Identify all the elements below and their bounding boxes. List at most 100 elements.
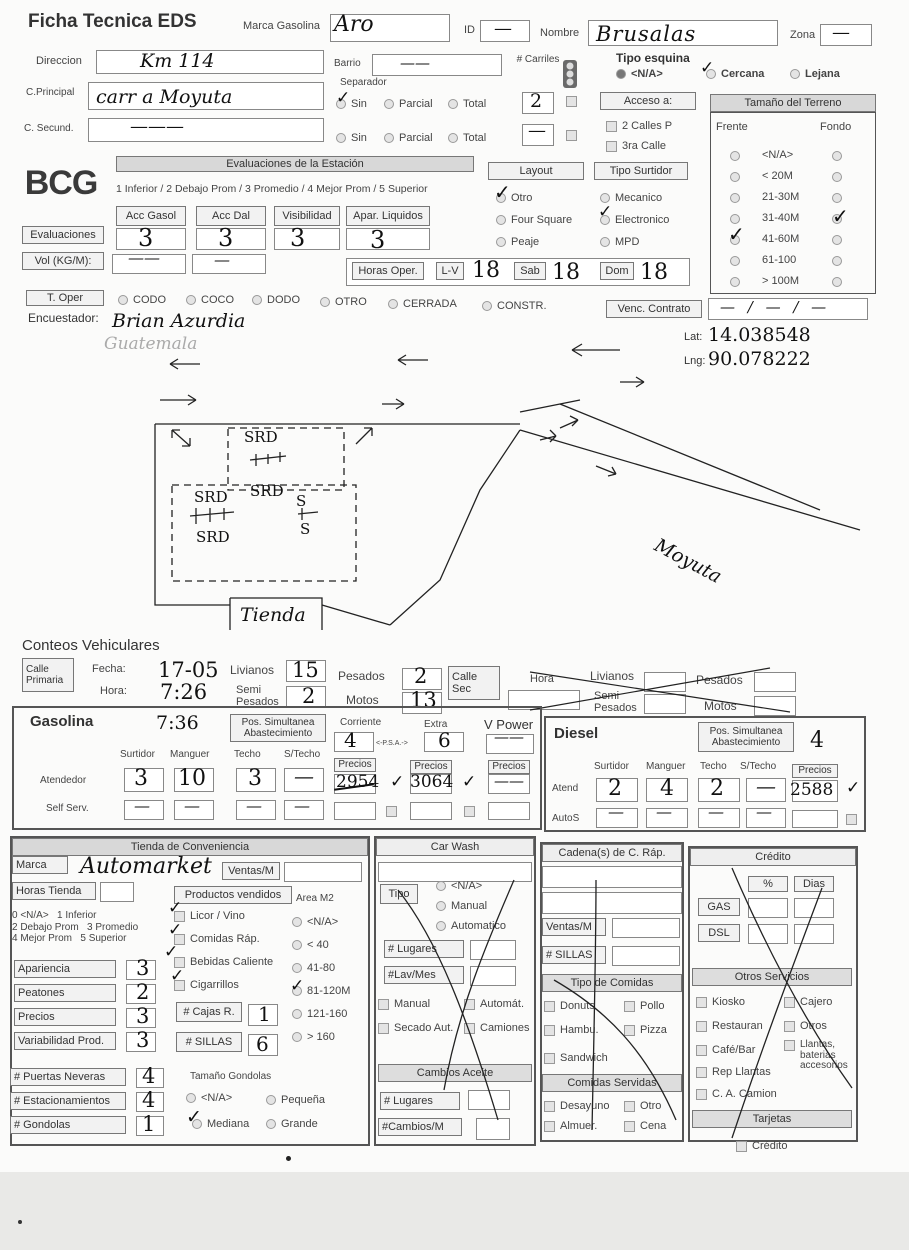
self-field-2[interactable] [174,800,214,820]
surtidor-option-electronico[interactable]: Electronico [600,214,669,226]
precio-corriente-field[interactable] [334,774,376,794]
carriles-check-2[interactable] [566,130,577,141]
carwash-lav-field[interactable] [470,966,516,986]
fondo-radio[interactable] [832,172,842,182]
servida-check-desayuno[interactable]: Desayuno [544,1100,610,1112]
servicio-check-cajero[interactable]: Cajero [784,996,832,1008]
carriles-field-2[interactable] [522,124,554,146]
area-option[interactable]: <N/A> [292,916,338,928]
vol-field-1[interactable] [112,254,186,274]
semi2-field[interactable] [644,694,686,714]
self-precio-field[interactable] [334,802,376,820]
count-field[interactable] [136,1092,164,1112]
self-field-4[interactable] [284,800,324,820]
carwash-check-manual[interactable]: Manual [378,998,430,1010]
horas-tienda-field[interactable] [100,882,134,902]
frente-radio[interactable] [730,256,740,266]
servida-check-cena[interactable]: Cena [624,1120,666,1132]
frente-radio[interactable] [730,277,740,287]
self-field-3[interactable] [236,800,276,820]
diesel-precio-field[interactable] [792,780,838,802]
area-option[interactable]: < 40 [292,939,329,951]
comida-check-sandwich[interactable]: Sandwich [544,1052,608,1064]
comida-check-donuts[interactable]: Donuts [544,1000,595,1012]
oper-option-otro[interactable]: OTRO [320,296,367,308]
eval-field-4[interactable] [346,228,430,250]
area-option[interactable]: > 160 [292,1031,335,1043]
producto-check[interactable]: Bebidas Caliente [174,956,273,968]
producto-check[interactable]: Cigarrillos [174,979,239,991]
carwash-check-automat[interactable]: Automát. [464,998,524,1010]
area-option[interactable]: 81-120M [292,985,350,997]
diesel-autos-field-2[interactable] [646,808,688,828]
c-secund-field[interactable] [88,118,324,142]
carriles-field-1[interactable] [522,92,554,114]
self-precio-check[interactable] [464,806,475,817]
fondo-radio[interactable] [832,235,842,245]
atend-field-4[interactable] [284,768,324,792]
zona-field[interactable] [820,24,872,46]
precio-extra-field[interactable] [410,774,452,794]
oper-option-cerrada[interactable]: CERRADA [388,298,457,310]
diesel-autos-check[interactable] [846,814,857,825]
frente-radio[interactable] [730,151,740,161]
gondola-option-pequena[interactable]: Pequeña [266,1094,325,1106]
layout-option-peaje[interactable]: Peaje [496,236,539,248]
area-option[interactable]: 121-160 [292,1008,347,1020]
servicio-check-camion[interactable]: C. A. Camion [696,1088,777,1100]
livianos-field[interactable] [286,660,326,682]
venc-contrato-field[interactable] [708,298,868,320]
sep-option-total[interactable]: Total [448,98,486,110]
acceso-option-2calles[interactable]: 2 Calles P [606,120,672,132]
cadena-ventas-field[interactable] [612,918,680,938]
rating-field[interactable] [126,1008,156,1028]
fondo-radio[interactable] [832,277,842,287]
vpower-field[interactable] [486,734,534,754]
c-principal-field[interactable] [88,82,324,110]
diesel-autos-field-3[interactable] [698,808,740,828]
oper-option-constr[interactable]: CONSTR. [482,300,547,312]
nombre-field[interactable] [588,20,778,46]
pesados2-field[interactable] [754,672,796,692]
sep2-option-sin[interactable]: Sin [336,132,367,144]
fondo-radio[interactable] [832,151,842,161]
servicio-check-otros[interactable]: Otros [784,1020,827,1032]
precio-vpower-field[interactable] [488,774,530,794]
fondo-radio[interactable] [832,214,842,224]
diesel-atend-field-3[interactable] [698,778,740,802]
self-field-1[interactable] [124,800,164,820]
motos-field[interactable] [402,692,442,714]
ventas-field[interactable] [284,862,362,882]
rating-field[interactable] [126,1032,156,1052]
eval-field-3[interactable] [274,228,340,250]
aceite-cambios-field[interactable] [476,1118,510,1140]
oper-option-dodo[interactable]: DODO [252,294,300,306]
gondola-option-grande[interactable]: Grande [266,1118,318,1130]
fondo-radio[interactable] [832,193,842,203]
servida-check-almuer[interactable]: Almuer. [544,1120,597,1132]
gas-pct-field[interactable] [748,898,788,918]
diesel-autos-field-1[interactable] [596,808,638,828]
carwash-option-manual[interactable]: Manual [436,900,487,912]
rating-field[interactable] [126,984,156,1004]
rating-field[interactable] [126,960,156,980]
id-field[interactable] [480,20,530,42]
count-field[interactable] [136,1116,164,1136]
gondola-option-na[interactable]: <N/A> [186,1092,232,1104]
direccion-field[interactable] [96,50,324,74]
self-precio-field[interactable] [488,802,530,820]
dsl-dias-field[interactable] [794,924,834,944]
frente-radio[interactable] [730,235,740,245]
oper-option-codo[interactable]: CODO [118,294,166,306]
extra-field[interactable] [424,732,464,752]
carwash-option-na[interactable]: <N/A> [436,880,482,892]
sep2-option-total[interactable]: Total [448,132,486,144]
carwash-lugares-field[interactable] [470,940,516,960]
acceso-option-3ra[interactable]: 3ra Calle [606,140,666,152]
frente-radio[interactable] [730,193,740,203]
esquina-option-lejana[interactable]: Lejana [790,68,840,80]
sep2-option-parcial[interactable]: Parcial [384,132,433,144]
surtidor-option-mecanico[interactable]: Mecanico [600,192,662,204]
carwash-check-secado[interactable]: Secado Aut. [378,1022,453,1034]
eval-field-1[interactable] [116,228,186,250]
